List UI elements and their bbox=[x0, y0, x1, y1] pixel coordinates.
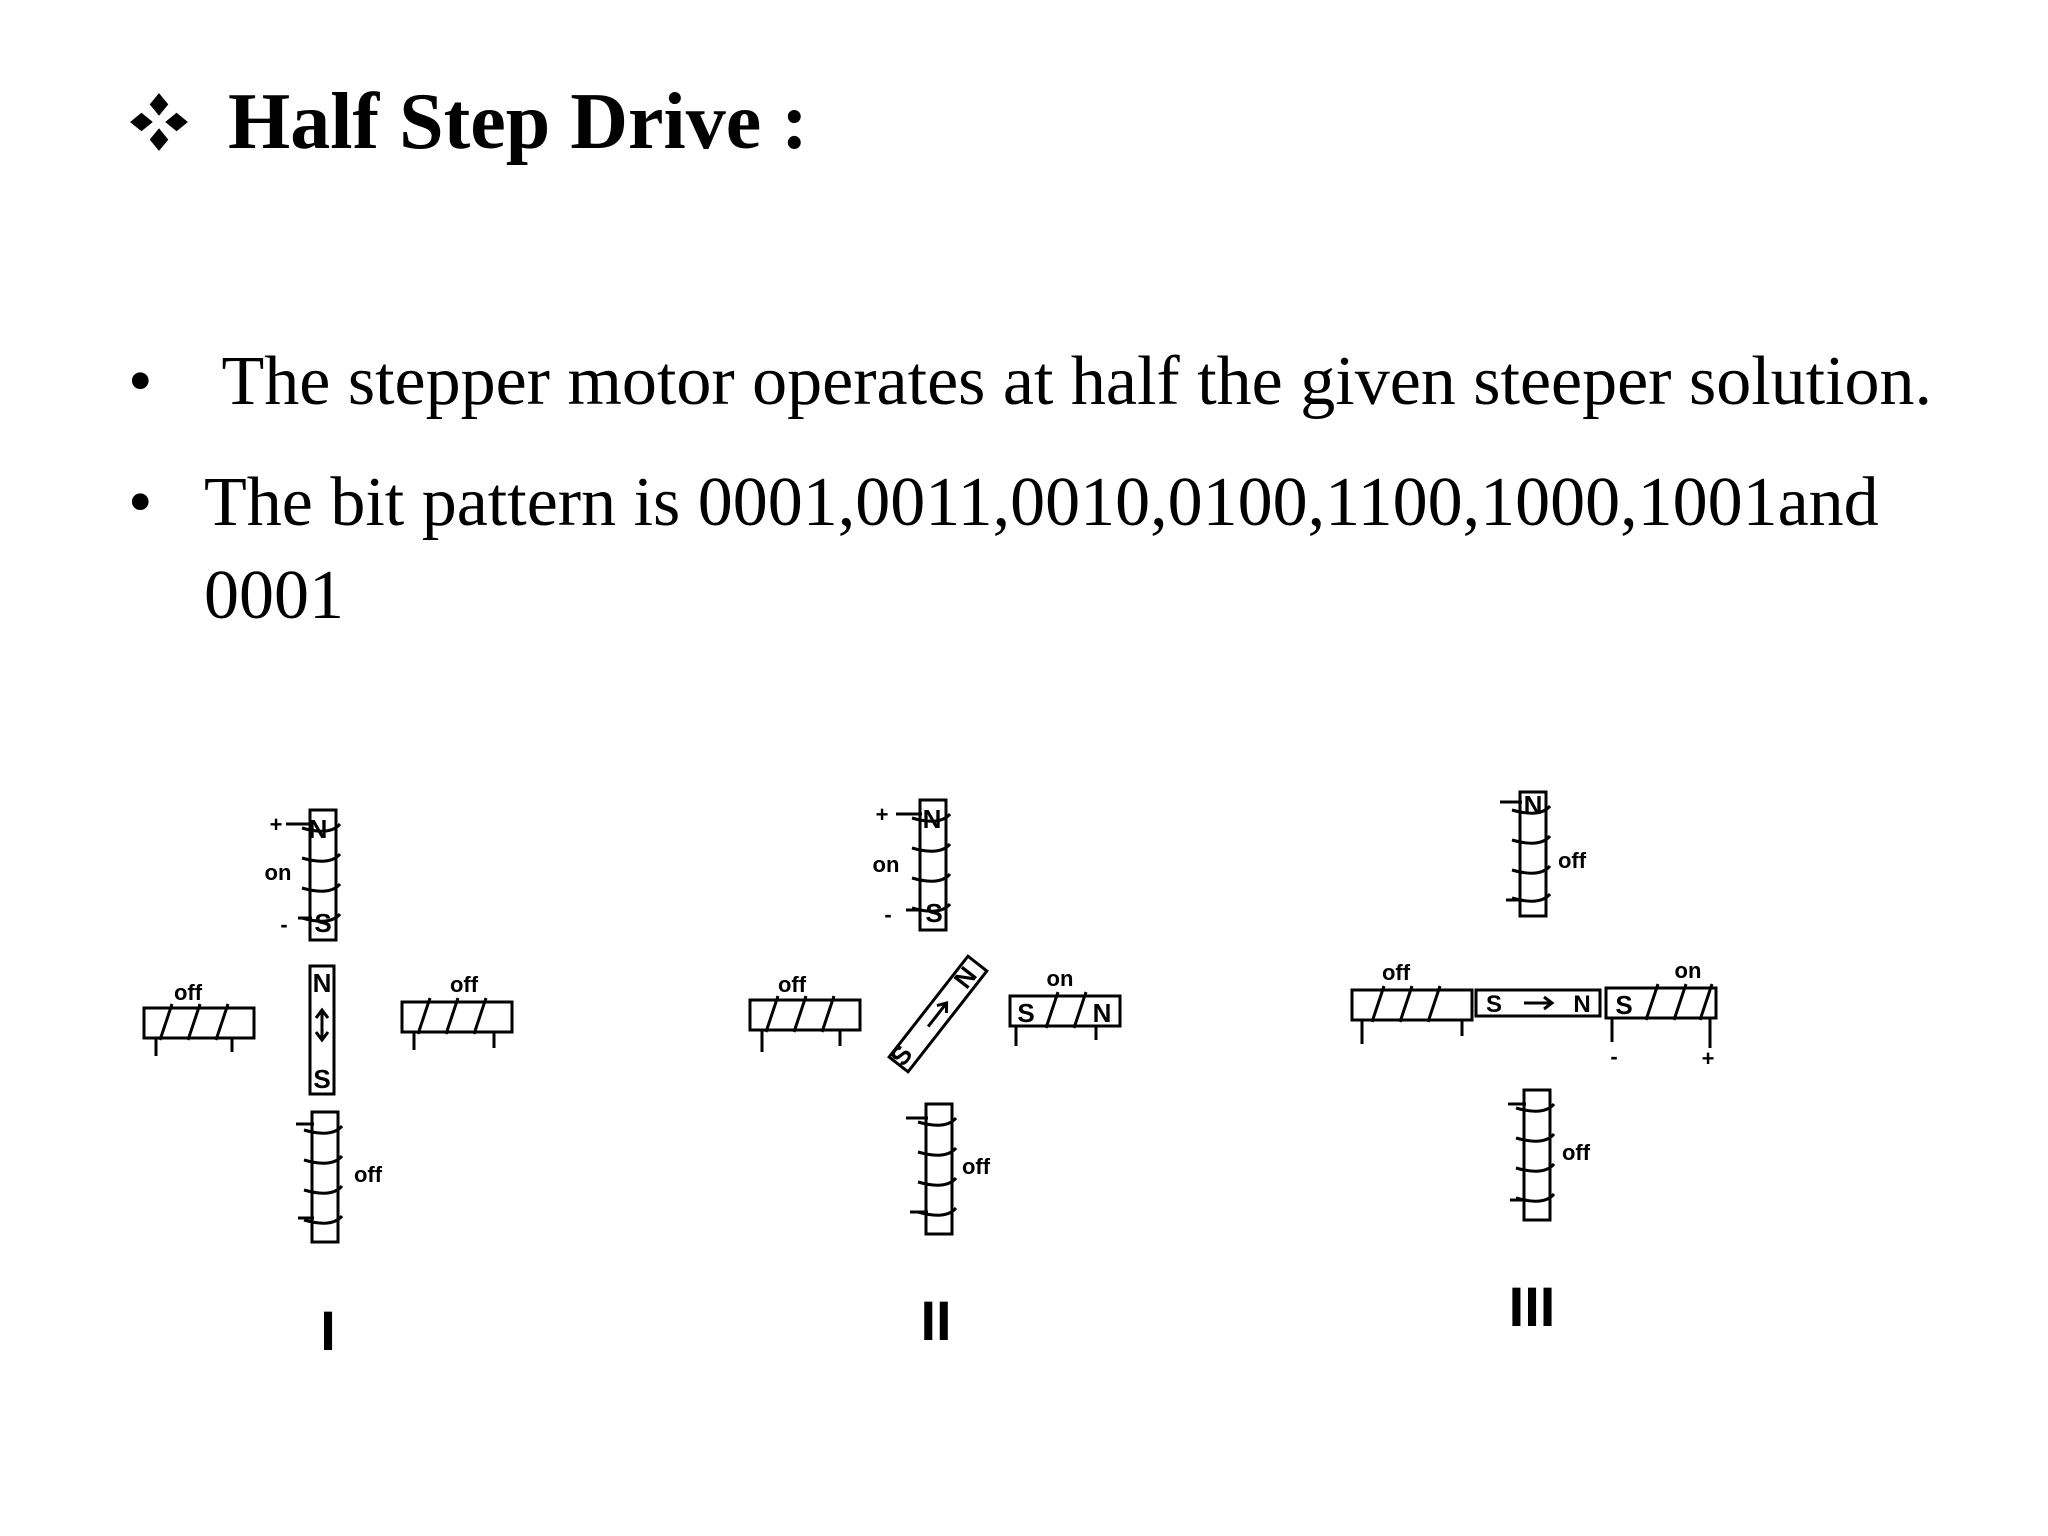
title-text: Half Step Drive : bbox=[228, 78, 808, 166]
right-coil bbox=[1604, 983, 1718, 1048]
fig3-minus-label: - bbox=[1610, 1044, 1617, 1069]
figure-2-numeral: II bbox=[920, 1289, 951, 1352]
fig1-right-state: off bbox=[450, 972, 479, 997]
fig3-right-pole-s: S bbox=[1615, 990, 1632, 1020]
bullet-text: The bit pattern is 0001,0011,0010,0100,1… bbox=[204, 464, 1879, 634]
fig3-top-pole-n: N bbox=[1524, 790, 1543, 820]
left-coil bbox=[748, 995, 862, 1052]
fig2-right-pole-s: S bbox=[1017, 998, 1034, 1028]
figure-3-numeral: III bbox=[1509, 1275, 1556, 1338]
fig1-bottom-state: off bbox=[354, 1162, 383, 1187]
right-coil bbox=[400, 997, 514, 1050]
figure-1-numeral: I bbox=[320, 1299, 336, 1362]
fig2-bottom-state: off bbox=[962, 1154, 991, 1179]
figure-1 bbox=[142, 808, 514, 1244]
fig1-left-state: off bbox=[174, 980, 203, 1005]
fig2-minus-label: - bbox=[884, 902, 891, 927]
fig2-top-pole-n: N bbox=[923, 804, 942, 834]
left-coil bbox=[142, 1003, 256, 1056]
figure-3 bbox=[1350, 790, 1718, 1222]
list-item: • The stepper motor operates at half the… bbox=[120, 335, 1980, 428]
bullet-icon: • bbox=[128, 343, 153, 420]
fig3-top-state: off bbox=[1558, 848, 1587, 873]
slide-title: Half Step Drive : bbox=[128, 82, 808, 162]
fig3-plus-label: + bbox=[1702, 1046, 1715, 1071]
fig1-rotor-s: S bbox=[313, 1064, 330, 1094]
fig2-rotor-n: N bbox=[948, 961, 983, 994]
figure-2 bbox=[748, 798, 1122, 1236]
bottom-coil bbox=[296, 1110, 344, 1244]
fig2-right-pole-n: N bbox=[1093, 998, 1112, 1028]
fig3-bottom-state: off bbox=[1562, 1140, 1591, 1165]
fig1-minus-label: - bbox=[280, 912, 287, 937]
four-diamonds-icon bbox=[130, 93, 188, 151]
rotor bbox=[1474, 988, 1602, 1018]
fig3-left-state: off bbox=[1382, 960, 1411, 985]
right-coil bbox=[1008, 991, 1122, 1046]
fig1-top-state: on bbox=[265, 860, 292, 885]
fig1-plus-label: + bbox=[270, 812, 283, 837]
rotor bbox=[308, 964, 336, 1096]
bottom-coil bbox=[1508, 1088, 1556, 1222]
left-coil bbox=[1350, 985, 1474, 1044]
top-coil bbox=[896, 798, 952, 932]
fig2-top-pole-s: S bbox=[925, 898, 942, 928]
bullet-text: The stepper motor operates at half the g… bbox=[204, 343, 1933, 420]
fig2-plus-label: + bbox=[876, 802, 889, 827]
fig2-left-state: off bbox=[778, 972, 807, 997]
fig1-rotor-n: N bbox=[313, 968, 332, 998]
bullet-list: • The stepper motor operates at half the… bbox=[120, 335, 1980, 670]
fig3-rotor-s: S bbox=[1486, 991, 1502, 1018]
fig1-top-pole-s: S bbox=[314, 908, 331, 938]
list-item: • The bit pattern is 0001,0011,0010,0100… bbox=[120, 456, 1980, 642]
fig2-right-state: on bbox=[1047, 966, 1074, 991]
rotor bbox=[887, 954, 989, 1074]
bullet-icon: • bbox=[128, 464, 153, 541]
top-coil bbox=[1500, 790, 1552, 918]
fig2-top-state: on bbox=[873, 852, 900, 877]
top-coil bbox=[286, 808, 342, 942]
bottom-coil bbox=[906, 1102, 958, 1236]
fig3-right-state: on bbox=[1675, 958, 1702, 983]
fig1-top-pole-n: N bbox=[309, 814, 328, 844]
fig3-rotor-n: N bbox=[1573, 991, 1590, 1018]
